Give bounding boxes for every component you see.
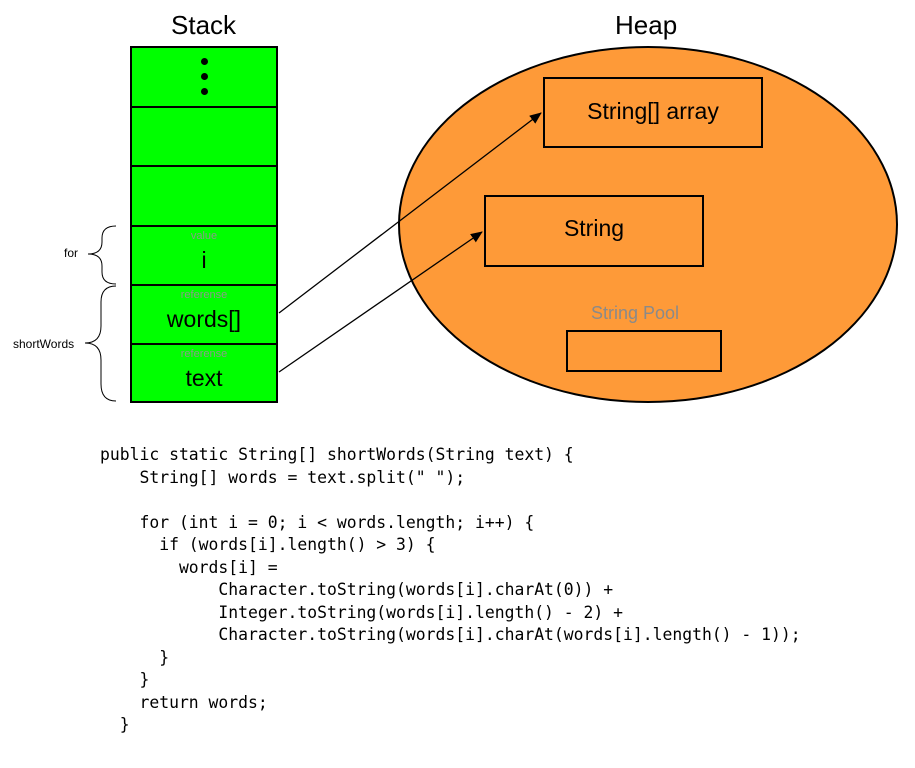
code-line: String[] words = text.split(" "); [100,467,466,487]
code-line: } [100,647,170,667]
stack-frame-empty-2 [130,165,278,227]
stack-frame-text-name: text [185,365,223,391]
heap-ellipse [398,46,898,403]
code-line: if (words[i].length() > 3) { [100,535,436,554]
stack-frame-i: value i [130,225,278,286]
brace-shortwords-icon [84,285,117,402]
code-line: Character.toString(words[i].charAt(0)) + [100,580,614,599]
code-line: words[i] = [100,557,278,577]
brace-for-icon [87,225,117,285]
stack-title: Stack [171,10,237,40]
brace-label-for: for [64,246,79,260]
stack-frame-empty-1 [130,106,278,167]
heap-title: Heap [615,10,678,40]
string-pool-box [566,330,722,372]
brace-label-shortwords: shortWords [13,337,75,351]
ellipsis-dot [201,58,208,65]
stack-frame-text: referense text [130,343,278,403]
ellipsis-dot [201,73,208,80]
string-pool-label: String Pool [591,303,680,323]
code-block: public static String[] shortWords(String… [100,444,801,737]
stack-frame-text-kind: referense [180,348,228,360]
stack-frame-words-kind: referense [180,289,228,301]
code-line: } [100,670,150,689]
ellipsis-dot [201,88,208,95]
heap-string-box: String [484,195,704,267]
code-line [100,489,801,512]
code-line: return words; [100,692,268,712]
words-reference-arrow [278,112,542,314]
code-line: Integer.toString(words[i].length() - 2) … [100,602,624,622]
stack-frame-words-name: words[] [166,306,242,332]
text-reference-arrow [278,231,483,373]
heap-string-array-box: String[] array [543,77,763,148]
code-line: } [100,715,130,734]
stack-frame-i-name: i [201,247,207,273]
code-line: Character.toString(words[i].charAt(words… [100,625,801,644]
code-line: for (int i = 0; i < words.length; i++) { [100,512,535,532]
code-line: public static String[] shortWords(String… [100,445,574,464]
stack-frame-i-kind: value [190,230,218,242]
